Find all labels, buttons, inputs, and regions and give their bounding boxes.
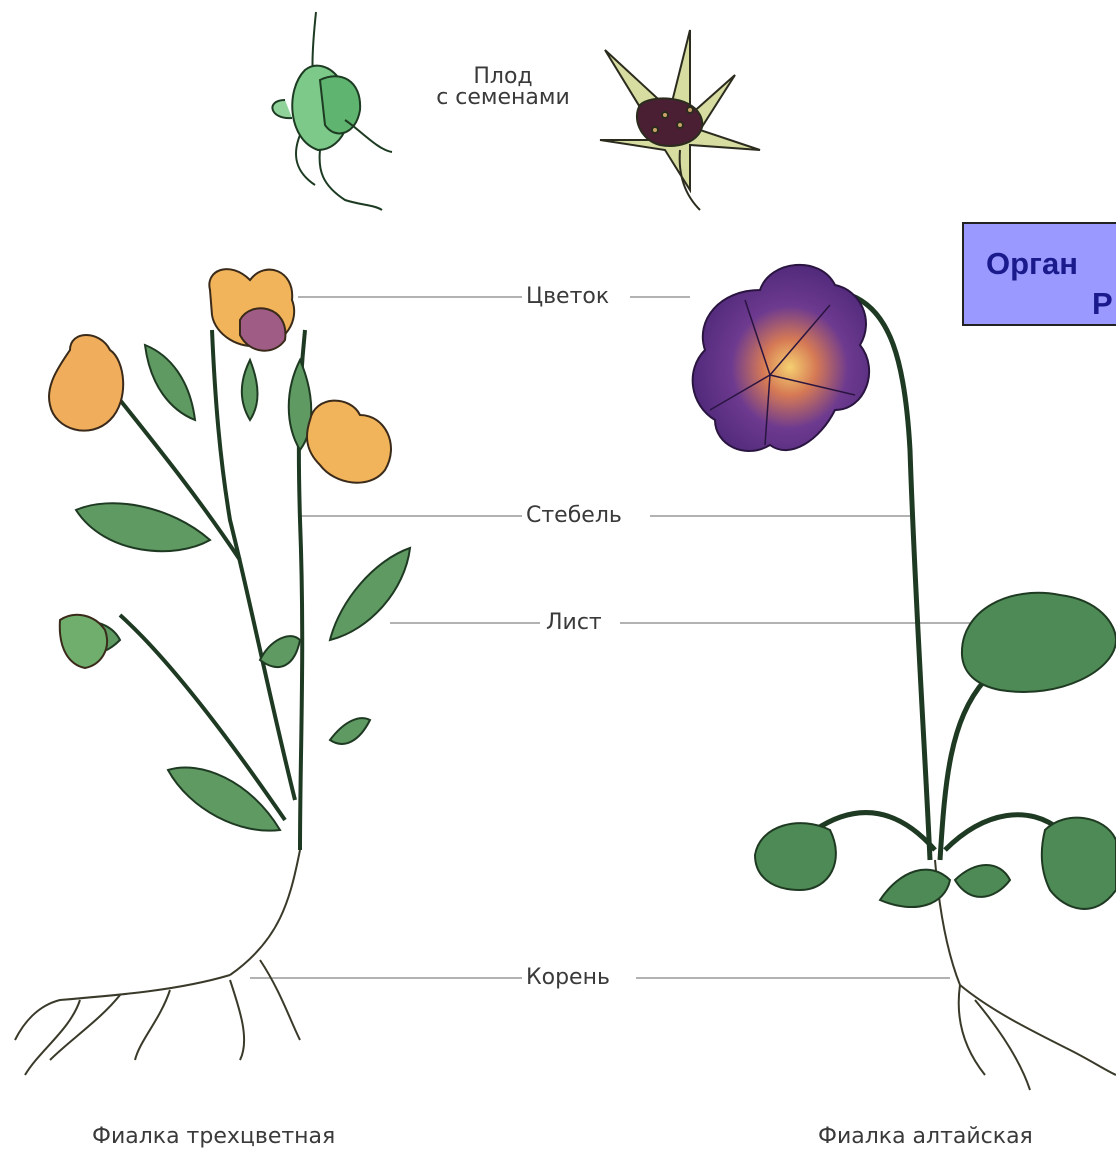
title-line1: Орган bbox=[986, 246, 1078, 282]
altai-violet-flower bbox=[693, 265, 869, 451]
left-roots bbox=[15, 850, 300, 1075]
stem-label: Стебель bbox=[524, 503, 624, 529]
tricolor-violet-plant bbox=[15, 269, 410, 1075]
fruit-label-line1: Плод bbox=[418, 66, 588, 87]
root-label: Корень bbox=[524, 965, 612, 991]
flower-label: Цветок bbox=[524, 284, 611, 310]
fruit-label: Плод с семенами bbox=[418, 66, 588, 108]
open-fruit-illustration bbox=[600, 30, 760, 210]
left-plant-caption: Фиалка трехцветная bbox=[92, 1124, 335, 1149]
leaf-label: Лист bbox=[544, 610, 604, 636]
leader-lines bbox=[250, 297, 970, 978]
altai-violet-plant bbox=[693, 265, 1116, 1090]
right-plant-caption: Фиалка алтайская bbox=[818, 1124, 1033, 1149]
green-fruit-illustration bbox=[272, 12, 392, 210]
title-box: Орган Р bbox=[962, 222, 1116, 326]
title-line2: Р bbox=[1092, 286, 1113, 322]
fruit-label-line2: с семенами bbox=[418, 87, 588, 108]
pansy-flowers bbox=[49, 269, 391, 668]
